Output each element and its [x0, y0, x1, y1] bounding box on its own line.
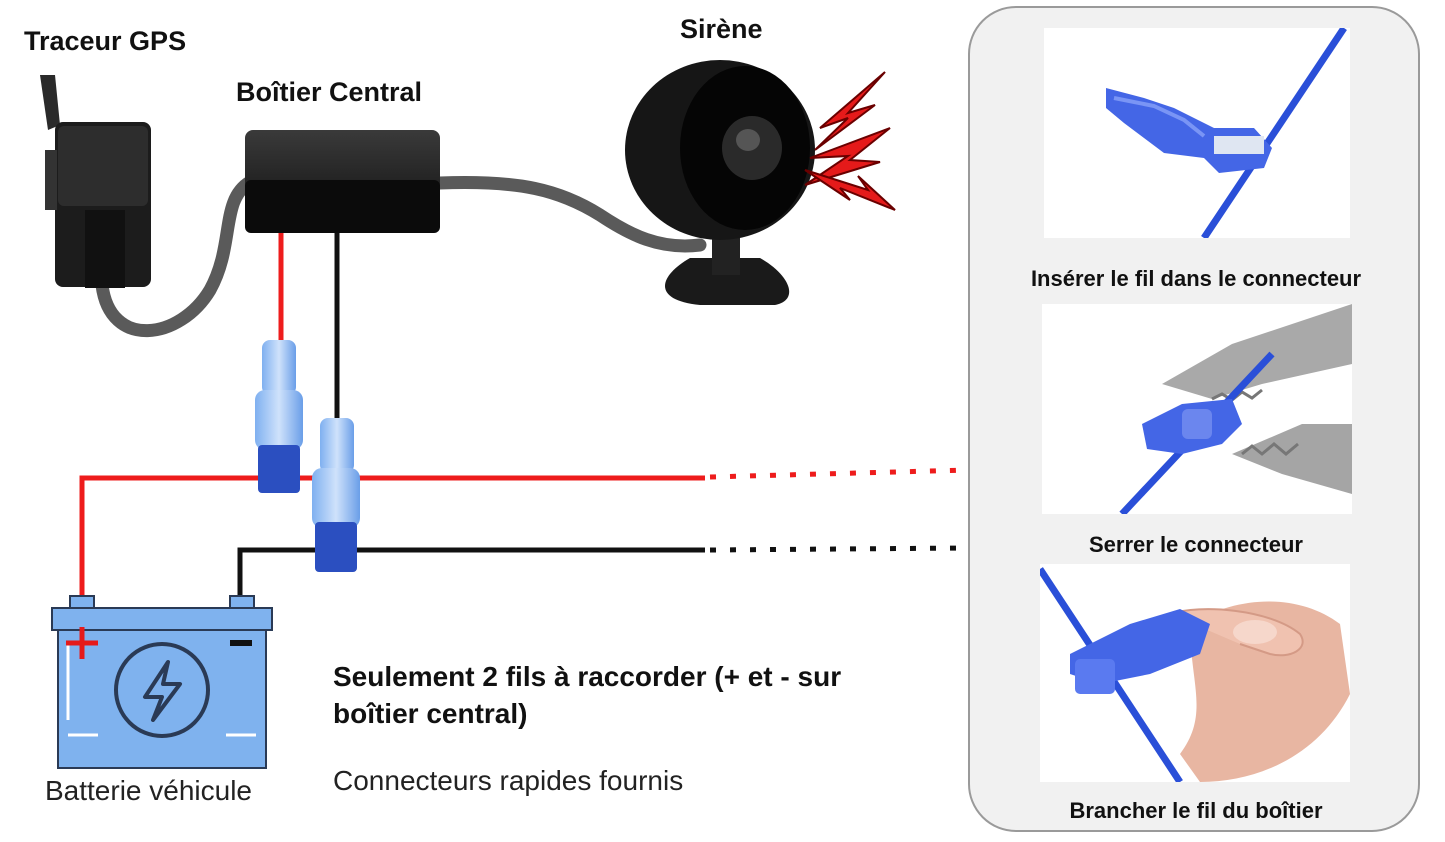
instruction-panel: Insérer le fil dans le connecteur Serrer… — [968, 6, 1420, 832]
sound-bolts-icon — [804, 71, 896, 211]
step1-caption: Insérer le fil dans le connecteur — [1030, 266, 1362, 291]
step2-photo — [1042, 304, 1352, 514]
step3-caption: Brancher le fil du boîtier — [1069, 798, 1323, 823]
main-note: Seulement 2 fils à raccorder (+ et - sur… — [333, 661, 842, 729]
quick-connector-positive — [255, 340, 303, 493]
positive-wire — [79, 475, 705, 605]
step3-photo — [1040, 564, 1350, 782]
negative-wire — [237, 547, 705, 600]
step1-photo — [1044, 28, 1350, 238]
gps-label: Traceur GPS — [24, 26, 187, 56]
siren-cable — [433, 176, 707, 253]
quick-connector-negative — [312, 418, 360, 572]
lightning-bolt-icon — [143, 660, 182, 722]
sub-note: Connecteurs rapides fournis — [333, 765, 684, 796]
siren-icon — [625, 60, 815, 305]
central-box-icon — [245, 130, 440, 233]
gps-tracker-icon — [40, 75, 151, 288]
step2-caption: Serrer le connecteur — [1089, 532, 1303, 557]
battery-label: Batterie véhicule — [45, 775, 253, 806]
central-box-label: Boîtier Central — [236, 77, 423, 107]
gps-cable — [95, 175, 257, 338]
siren-label: Sirène — [680, 14, 763, 44]
